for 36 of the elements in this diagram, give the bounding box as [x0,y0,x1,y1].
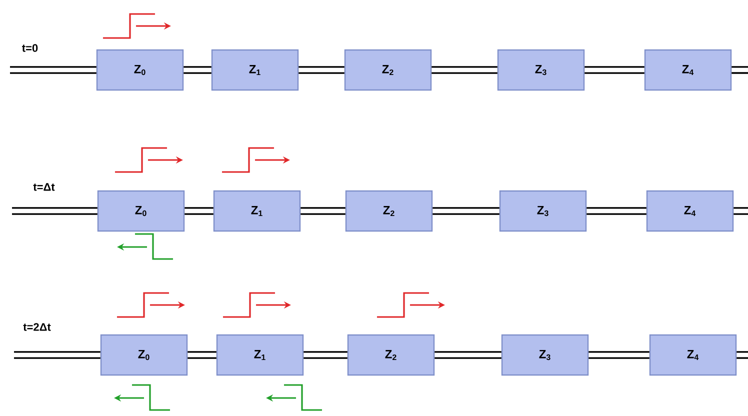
impedance-box: Z$_{4}$ [646,190,734,232]
transmission-line [10,66,96,74]
impedance-box: Z$_{0}$ [100,334,188,376]
impedance-box: Z$_{4}$ [649,334,737,376]
transmission-line [184,207,214,215]
transmission-line [588,351,650,359]
transmission-line [300,207,346,215]
transmission-line [188,351,216,359]
impedance-box: Z$_{0}$ [97,190,185,232]
transmission-line [586,207,646,215]
impedance-box: Z$_{2}$ [345,190,433,232]
transmission-line [432,66,498,74]
time-label: t=2Δt [23,323,51,331]
impedance-box: Z$_{2}$ [347,334,435,376]
impedance-box: Z$_{1}$ [213,190,301,232]
impedance-box: Z$_{2}$ [344,49,432,91]
transmission-line [184,66,212,74]
impedance-box: Z$_{4}$ [644,49,732,91]
impedance-box: Z$_{1}$ [216,334,304,376]
time-label: t=Δt [33,183,55,191]
transmission-line [304,351,348,359]
impedance-box: Z$_{3}$ [501,334,589,376]
time-label: t=0 [22,44,38,52]
transmission-line [584,66,644,74]
impedance-box: Z$_{3}$ [499,190,587,232]
impedance-box: Z$_{1}$ [211,49,299,91]
transmission-line [298,66,344,74]
transmission-line [732,66,748,74]
transmission-line [434,351,502,359]
transmission-line [734,207,748,215]
impedance-box: Z$_{0}$ [96,49,184,91]
transmission-line [432,207,500,215]
transmission-line [14,351,100,359]
impedance-box: Z$_{3}$ [497,49,585,91]
transmission-line [12,207,98,215]
transmission-line [736,351,748,359]
